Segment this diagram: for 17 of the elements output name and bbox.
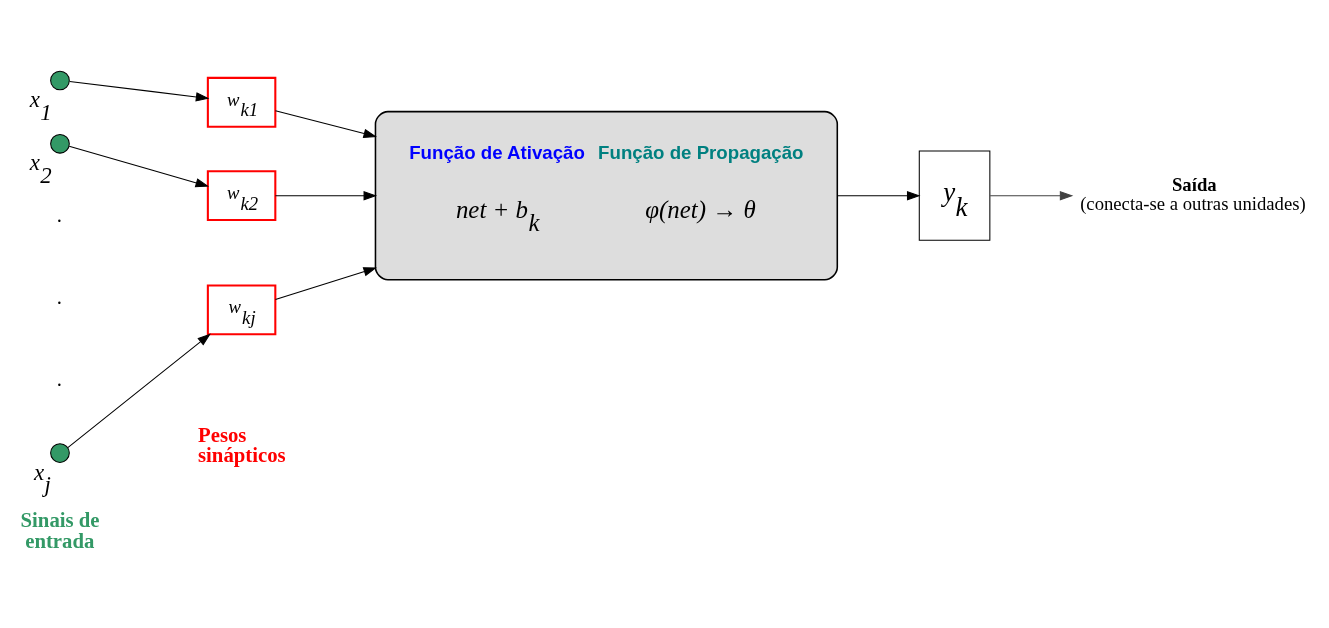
label: .: [56, 367, 63, 390]
arrow: [274, 267, 377, 301]
node-circle: [50, 70, 70, 91]
arrow: [989, 190, 1074, 201]
label: Pesos sinápticos: [198, 423, 286, 467]
arrow: [68, 145, 210, 188]
node-circle: [50, 133, 70, 154]
arrow: [836, 190, 921, 201]
label: .: [56, 203, 63, 226]
arrow: [274, 110, 377, 139]
node-text: Saída (conecta-se a outras unidades): [1080, 173, 1306, 214]
label: Sinais de entrada: [20, 508, 100, 552]
arrow: [274, 190, 378, 201]
label: .: [56, 285, 63, 308]
arrow: [69, 81, 210, 102]
arrow: [67, 333, 211, 449]
node-circle: [50, 443, 70, 463]
